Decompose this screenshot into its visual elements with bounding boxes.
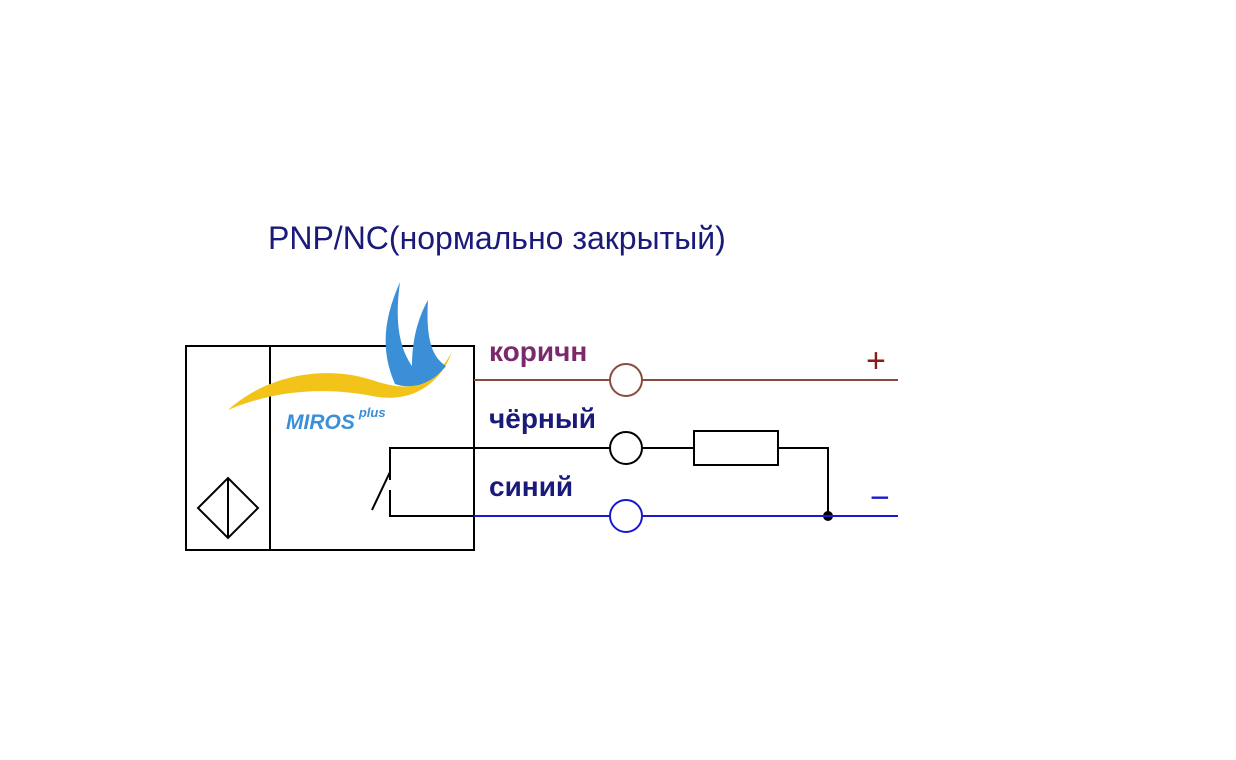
nc-switch-contact [371,471,391,511]
load-resistor [693,430,779,466]
brown-terminal [609,363,643,397]
black-wire-internal [389,447,610,480]
miros-logo-icon [228,282,452,410]
blue-wire-label: синий [489,471,574,502]
black-wire-label: чёрный [489,403,596,434]
logo-name: MIROS [286,411,355,434]
load-return-wire [778,447,829,516]
brown-wire-label: коричн [489,336,588,367]
sensor-symbol-icon [196,476,260,540]
blue-wire-internal [389,490,474,517]
blue-terminal [609,499,643,533]
plus-polarity-label: + [866,342,886,380]
diagram-title: PNP/NC(нормально закрытый) [268,220,726,256]
minus-polarity-label: − [870,479,890,517]
logo-suffix: plus [358,405,386,420]
black-terminal [609,431,643,465]
